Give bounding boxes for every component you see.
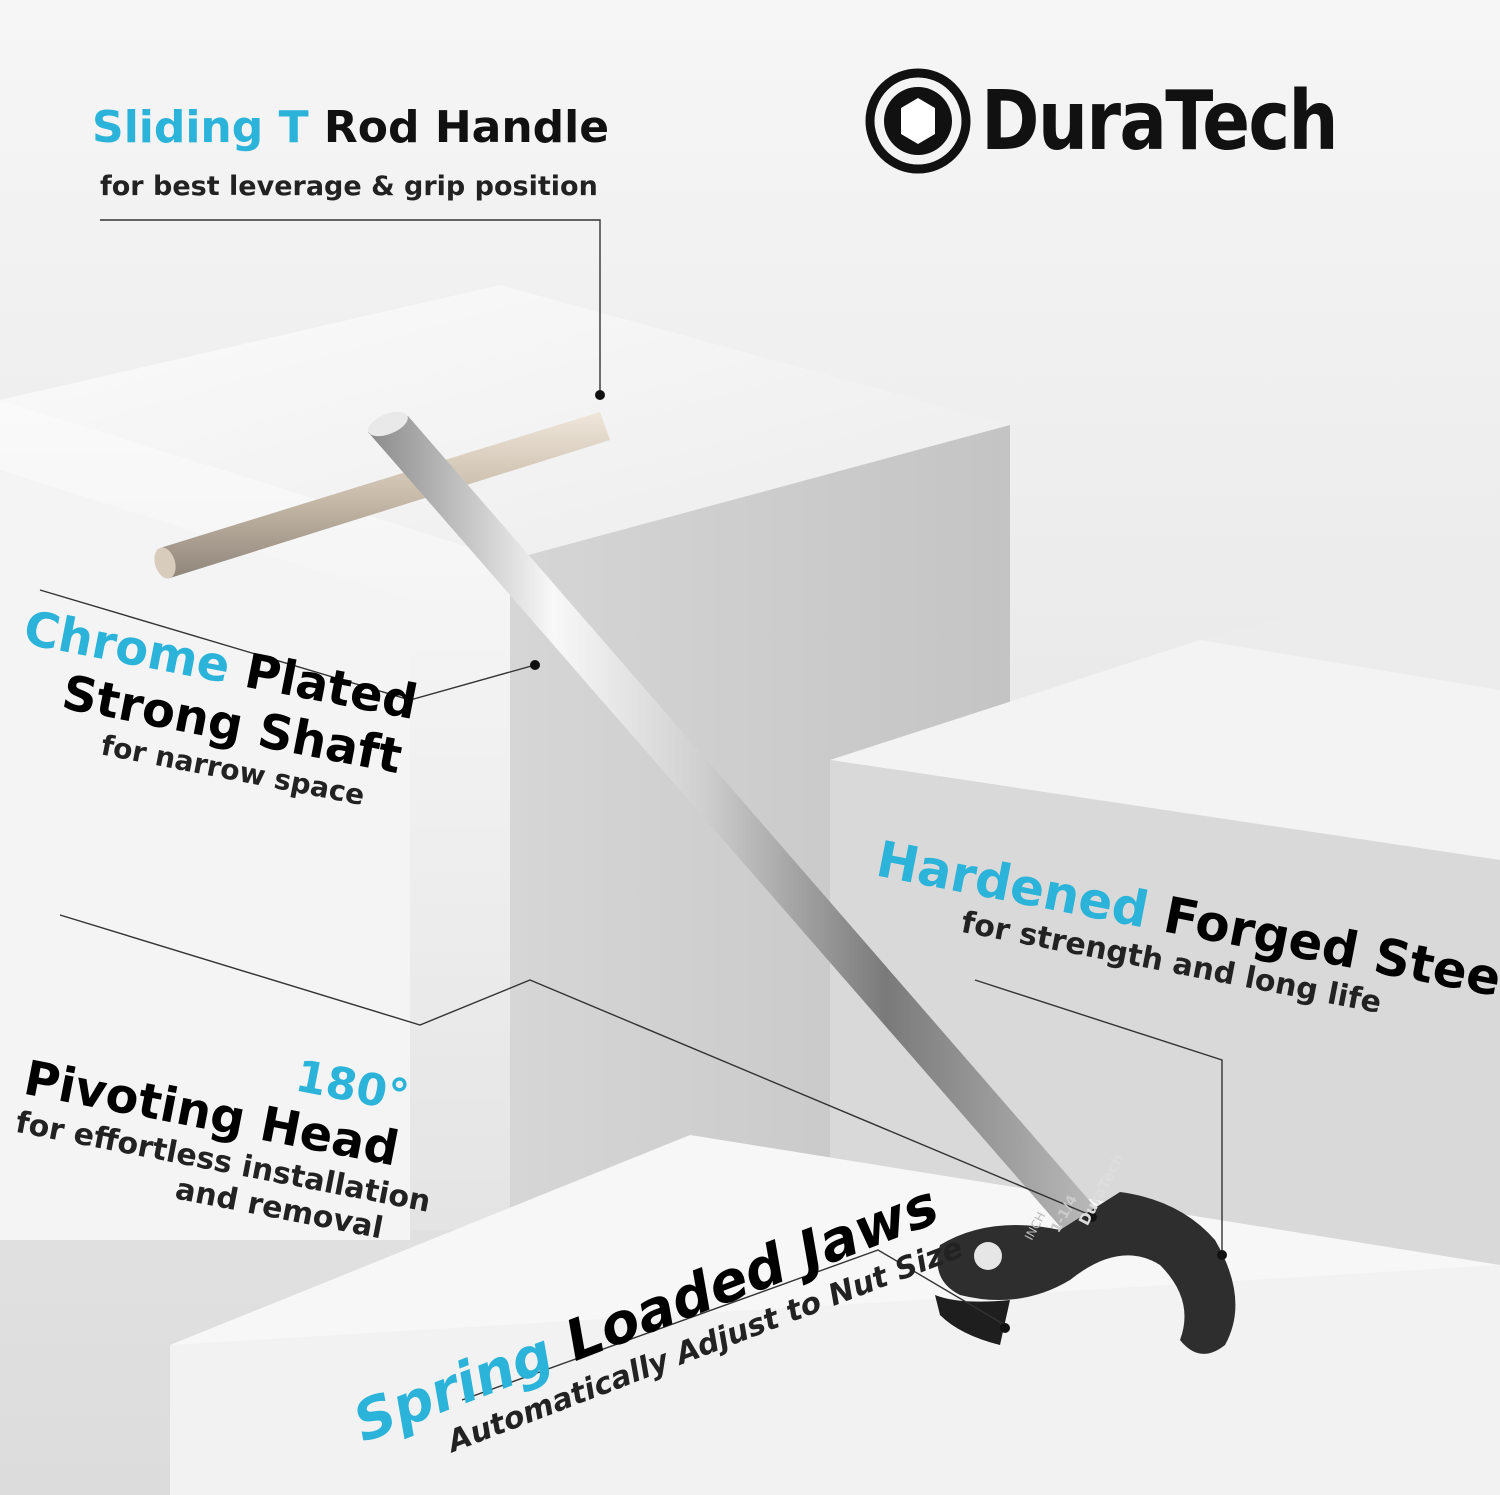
brand-logo: DuraTech	[865, 68, 1395, 174]
feature-handle-title: Sliding T Rod Handle	[92, 102, 609, 153]
leader-dots	[530, 390, 1227, 1333]
chrome-shaft	[368, 411, 1108, 1238]
feature-handle-rest: Rod Handle	[308, 102, 610, 153]
leader-lines	[39, 219, 1223, 1401]
feature-handle-accent: Sliding T	[92, 102, 309, 153]
pedestal-front-left	[0, 470, 410, 1240]
t-bar-handle	[154, 412, 610, 579]
wrench-head	[935, 1192, 1236, 1354]
brand-name: DuraTech	[981, 73, 1339, 169]
feature-handle-subtitle: for best leverage & grip position	[100, 171, 598, 202]
socket-logo-icon	[865, 68, 971, 174]
